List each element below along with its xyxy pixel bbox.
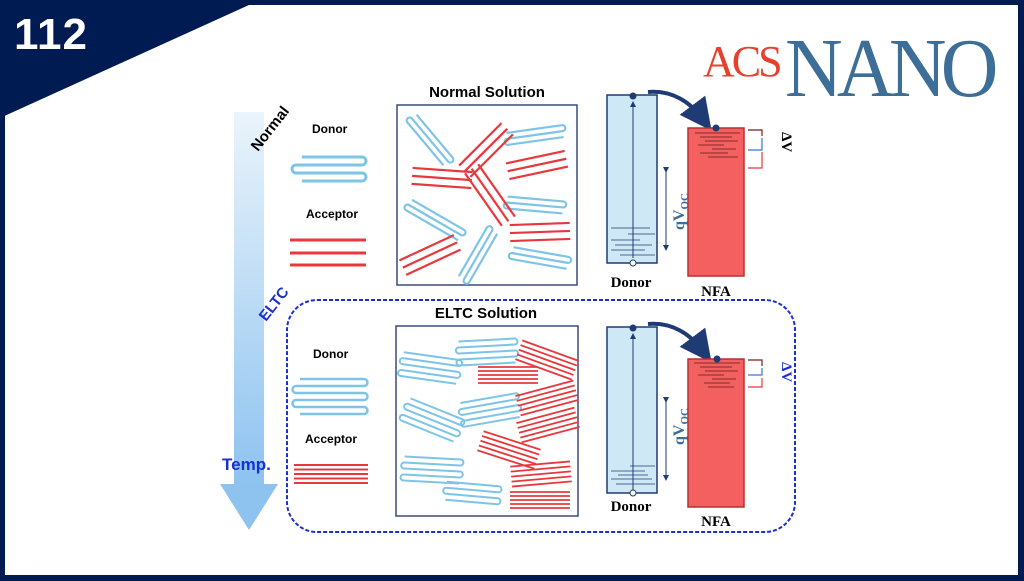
logo-nano: NANO xyxy=(785,22,998,115)
donor-molecule xyxy=(507,246,573,270)
donor-molecule xyxy=(454,337,520,367)
donor-molecule xyxy=(442,480,503,506)
acceptor-molecule xyxy=(411,166,473,190)
acceptor-molecule xyxy=(515,379,579,417)
logo-acs: ACS xyxy=(703,37,783,86)
normal-nfa-level-box xyxy=(687,127,745,277)
normal-donor-bottom-dot xyxy=(629,259,637,267)
donor-molecule xyxy=(398,397,466,443)
eltc-delta-v-markers xyxy=(748,359,763,388)
eltc-region-outline xyxy=(286,299,796,533)
eltc-charge-transfer-arrow xyxy=(647,321,712,363)
eltc-donor-top-dot xyxy=(629,324,637,332)
acceptor-molecule xyxy=(464,163,516,227)
acceptor-molecule xyxy=(515,339,579,381)
normal-donor-top-dot xyxy=(629,92,637,100)
label-temp: Temp. xyxy=(222,455,271,474)
temperature-arrow-shaft xyxy=(234,112,264,484)
normal-legend-acceptor-label: Acceptor xyxy=(306,207,358,221)
acceptor-molecule xyxy=(516,406,580,444)
eltc-legend-donor-label: Donor xyxy=(313,347,349,361)
acceptor-molecule xyxy=(509,221,571,243)
normal-donor-states xyxy=(611,227,655,256)
normal-donor-label: Donor xyxy=(611,275,652,291)
normal-nfa-states xyxy=(695,132,740,158)
eltc-donor-label: Donor xyxy=(611,499,652,515)
normal-energy-diagram: qVOC ΔV Donor NFA xyxy=(606,89,794,300)
eltc-delta-v-label: ΔV xyxy=(778,362,794,382)
temperature-arrow xyxy=(220,112,278,530)
issue-number: 112 xyxy=(14,10,88,59)
donor-molecule xyxy=(457,392,523,428)
acceptor-molecule xyxy=(505,149,569,181)
eltc-energy-diagram: qVOC ΔV Donor NFA xyxy=(606,321,794,530)
normal-legend-donor-icon xyxy=(290,155,368,183)
donor-molecule xyxy=(405,113,455,167)
temperature-arrow-head xyxy=(220,484,278,530)
eltc-nfa-top-dot xyxy=(713,355,721,363)
normal-delta-v-label: ΔV xyxy=(778,132,794,152)
normal-solution-molecules xyxy=(398,113,573,285)
acceptor-molecule xyxy=(477,430,541,470)
normal-delta-v-markers xyxy=(748,129,763,169)
acceptor-molecule xyxy=(510,460,572,488)
eltc-solution-molecules xyxy=(397,337,580,509)
charge-transfer-arrow xyxy=(647,89,712,131)
eltc-donor-states xyxy=(611,465,655,485)
eltc-nfa-level-box xyxy=(687,358,745,508)
acceptor-molecule xyxy=(510,491,570,509)
donor-molecule xyxy=(403,198,467,242)
eltc-donor-level-box xyxy=(606,326,658,494)
donor-molecule xyxy=(502,195,568,215)
donor-molecule xyxy=(399,455,465,485)
eltc-legend-donor-icon xyxy=(291,377,369,416)
normal-nfa-top-dot xyxy=(712,124,720,132)
eltc-legend-acceptor-icon xyxy=(294,464,368,484)
acceptor-molecule xyxy=(478,366,538,384)
eltc-solution-title: ELTC Solution xyxy=(435,305,537,322)
normal-donor-level-box xyxy=(606,94,658,264)
normal-solution-title: Normal Solution xyxy=(429,84,545,101)
normal-nfa-label: NFA xyxy=(701,284,731,300)
acceptor-molecule xyxy=(398,234,462,276)
donor-molecule xyxy=(457,225,499,285)
eltc-legend-acceptor-label: Acceptor xyxy=(305,432,357,446)
normal-legend-donor-label: Donor xyxy=(312,122,348,136)
donor-molecule xyxy=(503,124,567,146)
eltc-nfa-label: NFA xyxy=(701,514,731,530)
eltc-donor-bottom-dot xyxy=(629,489,637,497)
acceptor-molecule xyxy=(458,122,514,178)
normal-legend-acceptor-icon xyxy=(290,238,366,267)
eltc-nfa-states xyxy=(694,362,740,388)
